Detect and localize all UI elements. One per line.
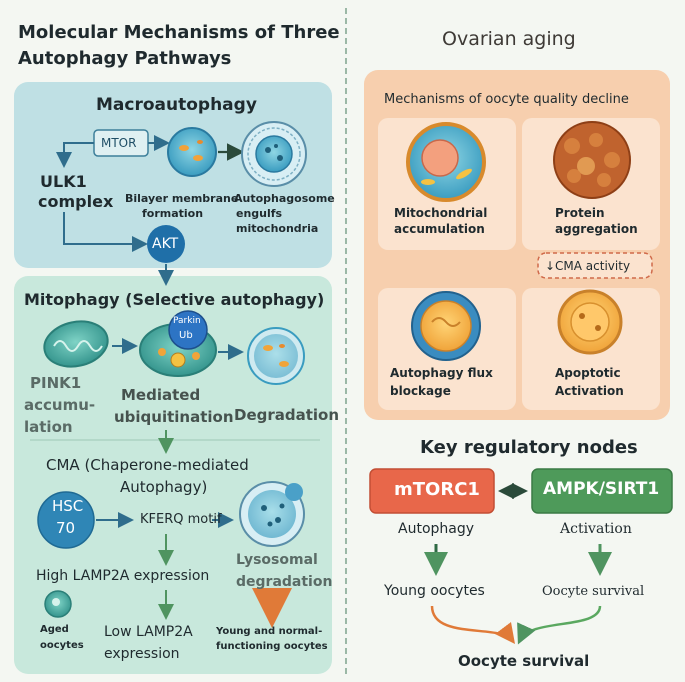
arrow-survival-to-survival bbox=[517, 605, 602, 645]
hsc70-label-line1: HSC bbox=[52, 497, 84, 515]
low-lamp2a-label-line2: expression bbox=[104, 646, 180, 662]
bilayer-label-line2: formation bbox=[142, 207, 204, 220]
degradation-lysosome-icon bbox=[247, 327, 305, 385]
apoptotic-activation-icon bbox=[557, 289, 623, 355]
panel-divider bbox=[345, 8, 347, 674]
autophagy-flux-icon bbox=[411, 291, 481, 361]
quality-decline-title: Mechanisms of oocyte quality decline bbox=[384, 92, 629, 107]
mediated-label-line1: Mediated bbox=[121, 386, 201, 404]
pink1-label-line1: PINK1 bbox=[30, 374, 82, 392]
mitochondrial-accumulation-icon bbox=[406, 122, 486, 202]
lysosome-cma-icon bbox=[239, 481, 305, 547]
cma-title-line2: Autophagy) bbox=[120, 478, 208, 496]
apoptotic-label-line2: Activation bbox=[555, 384, 624, 398]
cma-title-line1: CMA (Chaperone-mediated bbox=[46, 456, 249, 474]
apoptotic-label-line1: Apoptotic bbox=[555, 366, 621, 380]
cma-activity-label: ↓CMA activity bbox=[545, 259, 631, 273]
mtorc1-label: mTORC1 bbox=[394, 479, 480, 500]
ulk1-label-line2: complex bbox=[38, 192, 114, 211]
young-normal-label-line2: functioning oocytes bbox=[216, 641, 328, 652]
aged-oocyte-icon bbox=[44, 590, 72, 618]
key-nodes-title: Key regulatory nodes bbox=[420, 437, 638, 458]
hsc70-node bbox=[37, 491, 95, 549]
left-title-line1: Molecular Mechanisms of Three bbox=[18, 22, 340, 43]
pink1-label-line3: lation bbox=[24, 418, 73, 436]
aged-label-line2: oocytes bbox=[40, 640, 84, 651]
high-lamp2a-label: High LAMP2A expression bbox=[36, 568, 210, 584]
autophagosome-label-line3: mitochondria bbox=[236, 222, 319, 235]
flux-blockage-label-line2: blockage bbox=[390, 384, 451, 398]
mtor-label: MTOR bbox=[101, 136, 137, 150]
mtorc1-box bbox=[369, 468, 495, 514]
bilayer-label-line1: Bilayer membrane bbox=[125, 192, 239, 205]
hsc70-label-line2: 70 bbox=[56, 519, 76, 537]
flux-blockage-label-line1: Autophagy flux bbox=[390, 366, 493, 380]
oocyte-survival-label: Oocyte survival bbox=[458, 652, 590, 670]
akt-node bbox=[147, 225, 185, 263]
ulk1-label-line1: ULK1 bbox=[40, 172, 87, 191]
protein-aggregation-label-line1: Protein bbox=[555, 206, 605, 220]
arrow-mtor-ulk1 bbox=[56, 142, 94, 168]
young-normal-label-line1: Young and normal- bbox=[216, 626, 323, 637]
aged-label-line1: Aged bbox=[40, 624, 69, 635]
degradation-label: Degradation bbox=[234, 406, 340, 424]
young-oocytes-label: Young oocytes bbox=[384, 583, 485, 599]
mediated-label-line2: ubiquitination bbox=[114, 408, 234, 426]
mitochondrion-pink1-icon bbox=[43, 320, 109, 368]
autophagosome-icon bbox=[241, 121, 307, 187]
mito-accumulation-label-line1: Mitochondrial bbox=[394, 206, 488, 220]
protein-aggregation-icon bbox=[553, 121, 631, 199]
arrow-ulk1-akt bbox=[63, 212, 148, 252]
mito-accumulation-label-line2: accumulation bbox=[394, 222, 485, 236]
parkin-ub-icon bbox=[168, 310, 208, 350]
kferq-label: KFERQ motif bbox=[140, 512, 222, 527]
ub-label: Ub bbox=[179, 330, 193, 341]
cma-activity-box bbox=[537, 252, 653, 279]
oocyte-survival-small-label: Oocyte survival bbox=[542, 584, 645, 599]
akt-label: AKT bbox=[152, 236, 179, 252]
lysosomal-label-line1: Lysosomal bbox=[236, 552, 318, 568]
protein-aggregation-label-line2: aggregation bbox=[555, 222, 638, 236]
lysosomal-label-line2: degradation bbox=[236, 574, 333, 590]
mitophagy-title: Mitophagy (Selective autophagy) bbox=[24, 290, 325, 309]
bilayer-membrane-icon bbox=[167, 127, 217, 177]
autophagy-label: Autophagy bbox=[398, 521, 475, 537]
pink1-label-line2: accumu- bbox=[24, 396, 96, 414]
ampk-sirt1-box bbox=[531, 468, 673, 514]
low-lamp2a-label-line1: Low LAMP2A bbox=[104, 624, 193, 640]
ampk-sirt1-label: AMPK/SIRT1 bbox=[543, 479, 660, 499]
left-title-line2: Autophagy Pathways bbox=[18, 48, 232, 69]
parkin-label: Parkin bbox=[173, 316, 201, 326]
autophagosome-label-line2: engulfs bbox=[236, 207, 283, 220]
arrow-young-to-survival bbox=[430, 605, 516, 644]
activation-label: Activation bbox=[560, 521, 632, 537]
ovarian-aging-title: Ovarian aging bbox=[442, 28, 576, 50]
autophagosome-label-line1: Autophagosome bbox=[234, 192, 335, 205]
macroautophagy-title: Macroautophagy bbox=[96, 95, 257, 115]
